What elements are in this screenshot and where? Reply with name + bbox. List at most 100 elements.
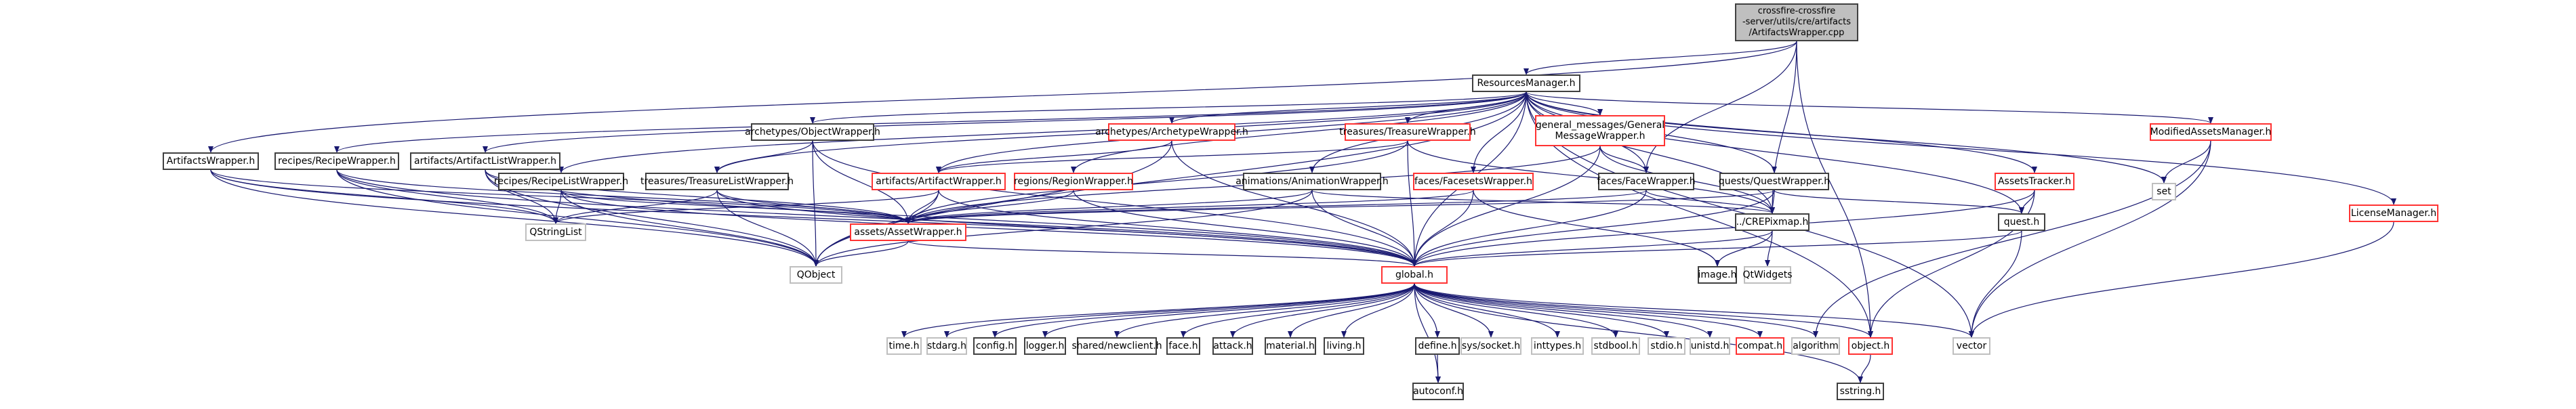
- node-artifactswrapper-h[interactable]: ArtifactsWrapper.h: [163, 152, 259, 170]
- edge-root-to-resourcesmanager: [1524, 41, 1797, 75]
- edge-assetwrapper-to-global_h: [907, 240, 1417, 267]
- node-stdbool-h[interactable]: stdbool.h: [1591, 337, 1640, 355]
- node-stdio-h[interactable]: stdio.h: [1648, 337, 1685, 355]
- node-living-h[interactable]: living.h: [1324, 337, 1364, 355]
- edge-resourcesmanager-to-quest_h: [1526, 91, 2024, 214]
- edge-recipelistwrapper-to-global_h: [560, 190, 1417, 267]
- edge-artifactswrapper_h-to-global_h: [210, 169, 1417, 267]
- node-qobject[interactable]: QObject: [790, 266, 842, 284]
- node-vector[interactable]: vector: [1953, 337, 1990, 355]
- node-config-h[interactable]: config.h: [973, 337, 1017, 355]
- edge-facewrapper-to-assetwrapper: [905, 190, 1647, 224]
- node-root[interactable]: crossfire-crossfire -server/utils/cre/ar…: [1735, 3, 1858, 41]
- node-treasurewrapper[interactable]: treasures/TreasureWrapper.h: [1339, 123, 1476, 141]
- node-assetstracker[interactable]: AssetsTracker.h: [1995, 173, 2074, 190]
- edge-artifactswrapper_h-to-qobject: [210, 169, 819, 267]
- node-qwidgets[interactable]: QtWidgets: [1742, 266, 1793, 284]
- edge-global_h-to-stdio_h: [1414, 283, 1669, 338]
- edge-global_h-to-config_h: [992, 283, 1415, 338]
- node-artifactwrapper[interactable]: artifacts/ArtifactWrapper.h: [872, 173, 1006, 190]
- node-logger-h[interactable]: logger.h: [1024, 337, 1066, 355]
- edge-crepixmap-to-qwidgets: [1765, 230, 1773, 267]
- node-socket-h[interactable]: sys/socket.h: [1460, 337, 1521, 355]
- node-assetwrapper[interactable]: assets/AssetWrapper.h: [850, 223, 966, 241]
- edge-resourcesmanager-to-facesetswrapper: [1471, 91, 1527, 173]
- node-archetypewrapper[interactable]: archetypes/ArchetypeWrapper.h: [1095, 123, 1248, 141]
- node-compat-h[interactable]: compat.h: [1736, 337, 1784, 355]
- node-recipelistwrapper[interactable]: recipes/RecipeListWrapper.h: [494, 173, 628, 190]
- edge-root-to-facewrapper: [1643, 41, 1797, 173]
- edge-global_h-to-newclient_h: [1114, 283, 1415, 338]
- node-facesetswrapper[interactable]: faces/FacesetsWrapper.h: [1413, 173, 1534, 190]
- node-objectwrapper[interactable]: archetypes/ObjectWrapper.h: [745, 123, 880, 141]
- node-generalmessagewrapper[interactable]: general_messages/General MessageWrapper.…: [1535, 115, 1665, 146]
- node-face-h[interactable]: face.h: [1166, 337, 1200, 355]
- node-define-h[interactable]: define.h: [1415, 337, 1460, 355]
- edge-global_h-to-logger_h: [1042, 283, 1415, 338]
- edge-global_h-to-compat_h: [1414, 283, 1763, 338]
- edge-object_h-to-sstring_h: [1858, 354, 1871, 383]
- edge-questwrapper-to-quest_h: [1774, 190, 2024, 214]
- node-artifactlistwrapper[interactable]: artifacts/ArtifactListWrapper.h: [410, 152, 560, 170]
- node-set[interactable]: set: [2152, 183, 2176, 200]
- edge-questwrapper-to-global_h: [1412, 190, 1775, 267]
- node-time-h[interactable]: time.h: [886, 337, 922, 355]
- edge-global_h-to-autoconf_h: [1414, 283, 1441, 383]
- node-facewrapper[interactable]: faces/FaceWrapper.h: [1597, 173, 1696, 190]
- node-algorithm[interactable]: algorithm: [1791, 337, 1840, 355]
- node-recipewrapper[interactable]: recipes/RecipeWrapper.h: [274, 152, 399, 170]
- edge-artifactwrapper-to-global_h: [938, 190, 1417, 267]
- node-questwrapper[interactable]: quests/QuestWrapper.h: [1719, 173, 1830, 190]
- edge-artifactswrapper_h-to-assetwrapper: [210, 169, 911, 224]
- edge-global_h-to-living_h: [1341, 283, 1415, 338]
- edge-modifiedassetsmanager-to-set: [2161, 140, 2211, 184]
- node-image-h[interactable]: image.h: [1698, 266, 1737, 284]
- node-inttypes-h[interactable]: inttypes.h: [1531, 337, 1584, 355]
- node-stdarg-h[interactable]: stdarg.h: [926, 337, 967, 355]
- edge-regionwrapper-to-global_h: [1073, 190, 1417, 267]
- edge-recipelistwrapper-to-qobject: [560, 190, 819, 267]
- edge-questwrapper-to-assetwrapper: [905, 190, 1775, 224]
- edge-objectwrapper-to-global_h: [812, 140, 1417, 267]
- edge-crepixmap-to-image_h: [1715, 230, 1773, 267]
- node-global-h[interactable]: global.h: [1381, 266, 1448, 284]
- edge-archetypewrapper-to-artifactwrapper: [936, 140, 1172, 173]
- edge-resourcesmanager-to-recipelistwrapper: [558, 91, 1527, 173]
- edge-resourcesmanager-to-generalmessagewrapper: [1526, 91, 1603, 116]
- node-modifiedassetsmanager[interactable]: ModifiedAssetsManager.h: [2150, 123, 2272, 141]
- node-regionwrapper[interactable]: regions/RegionWrapper.h: [1014, 173, 1133, 190]
- node-qstringlist[interactable]: QStringList: [525, 223, 586, 241]
- edge-quest_h-to-global_h: [1412, 230, 2022, 267]
- node-animationwrapper[interactable]: animations/AnimationWrapper.h: [1235, 173, 1389, 190]
- edge-animationwrapper-to-assetwrapper: [905, 190, 1313, 224]
- node-unistd-h[interactable]: unistd.h: [1690, 337, 1730, 355]
- edge-resourcesmanager-to-artifactlistwrapper: [483, 91, 1527, 153]
- edge-global_h-to-object_h: [1414, 283, 1873, 338]
- edge-archetypewrapper-to-qobject: [813, 140, 1172, 267]
- edge-recipewrapper-to-qstringlist: [336, 169, 558, 224]
- edge-facewrapper-to-crepixmap: [1645, 190, 1775, 214]
- edge-define_h-to-autoconf_h: [1435, 354, 1441, 383]
- edge-treasurewrapper-to-assetwrapper: [905, 140, 1408, 224]
- node-resourcesmanager[interactable]: ResourcesManager.h: [1472, 74, 1580, 92]
- node-crepixmap[interactable]: ../CREPixmap.h: [1735, 213, 1810, 231]
- edge-regionwrapper-to-assetwrapper: [905, 190, 1074, 224]
- node-quest-h[interactable]: quest.h: [1998, 213, 2045, 231]
- edge-licensemanager-to-vector: [1969, 221, 2394, 338]
- edge-assetstracker-to-global_h: [1412, 190, 2035, 267]
- node-newclient-h[interactable]: shared/newclient.h: [1071, 337, 1162, 355]
- edge-objectwrapper-to-assetwrapper: [812, 140, 911, 224]
- node-attack-h[interactable]: attack.h: [1212, 337, 1253, 355]
- node-licensemanager[interactable]: LicenseManager.h: [2349, 204, 2438, 222]
- node-sstring-h[interactable]: sstring.h: [1837, 383, 1884, 400]
- edge-global_h-to-socket_h: [1414, 283, 1494, 338]
- node-material-h[interactable]: material.h: [1265, 337, 1316, 355]
- node-object-h[interactable]: object.h: [1848, 337, 1893, 355]
- node-treasurelistwrapper[interactable]: treasures/TreasureListWrapper.h: [640, 173, 794, 190]
- edge-modifiedassetsmanager-to-algorithm: [1813, 140, 2211, 338]
- node-autoconf-h[interactable]: autoconf.h: [1412, 383, 1464, 400]
- edge-resourcesmanager-to-set: [1526, 91, 2167, 184]
- edge-global_h-to-time_h: [901, 283, 1415, 338]
- edge-facesetswrapper-to-global_h: [1412, 190, 1474, 267]
